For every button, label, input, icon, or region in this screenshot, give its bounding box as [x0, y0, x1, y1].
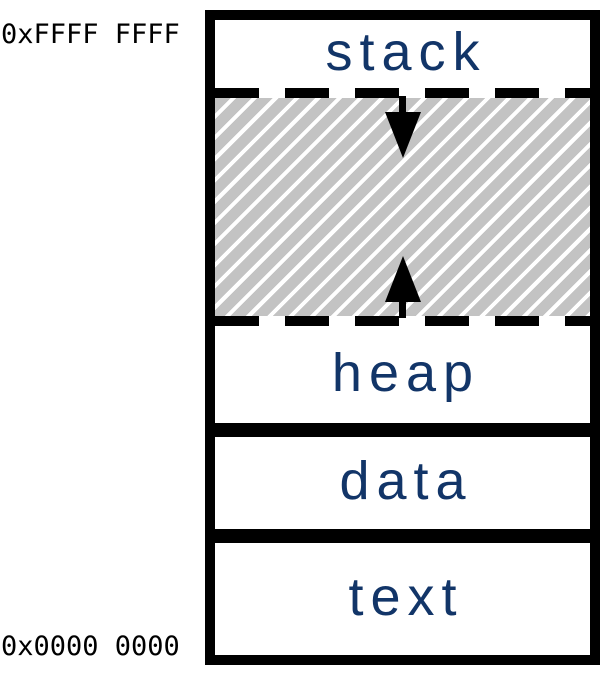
heap-data-divider: [215, 423, 590, 437]
free-space-region: [215, 96, 590, 318]
text-label: text: [348, 567, 464, 627]
address-label-top: 0xFFFF FFFF: [1, 19, 180, 50]
stack-free-dashed-divider: [215, 88, 590, 98]
down-arrow-stem: [399, 96, 406, 112]
address-label-bottom: 0x0000 0000: [1, 631, 180, 662]
up-arrow-head: [384, 256, 421, 302]
heap-label: heap: [331, 342, 481, 403]
text-section: text: [215, 543, 590, 655]
free-heap-dashed-divider: [215, 316, 590, 326]
down-arrow-head: [384, 112, 421, 158]
data-label: data: [339, 451, 473, 511]
heap-section: heap: [215, 326, 590, 423]
memory-box: stack heap data text: [205, 10, 600, 665]
data-section: data: [215, 437, 590, 529]
up-arrow-stem: [399, 302, 406, 318]
heap-growth-up-arrow-icon: [384, 256, 421, 318]
data-text-divider: [215, 529, 590, 543]
stack-section: stack: [215, 20, 590, 88]
stack-label: stack: [325, 22, 487, 82]
stack-growth-down-arrow-icon: [384, 96, 421, 158]
